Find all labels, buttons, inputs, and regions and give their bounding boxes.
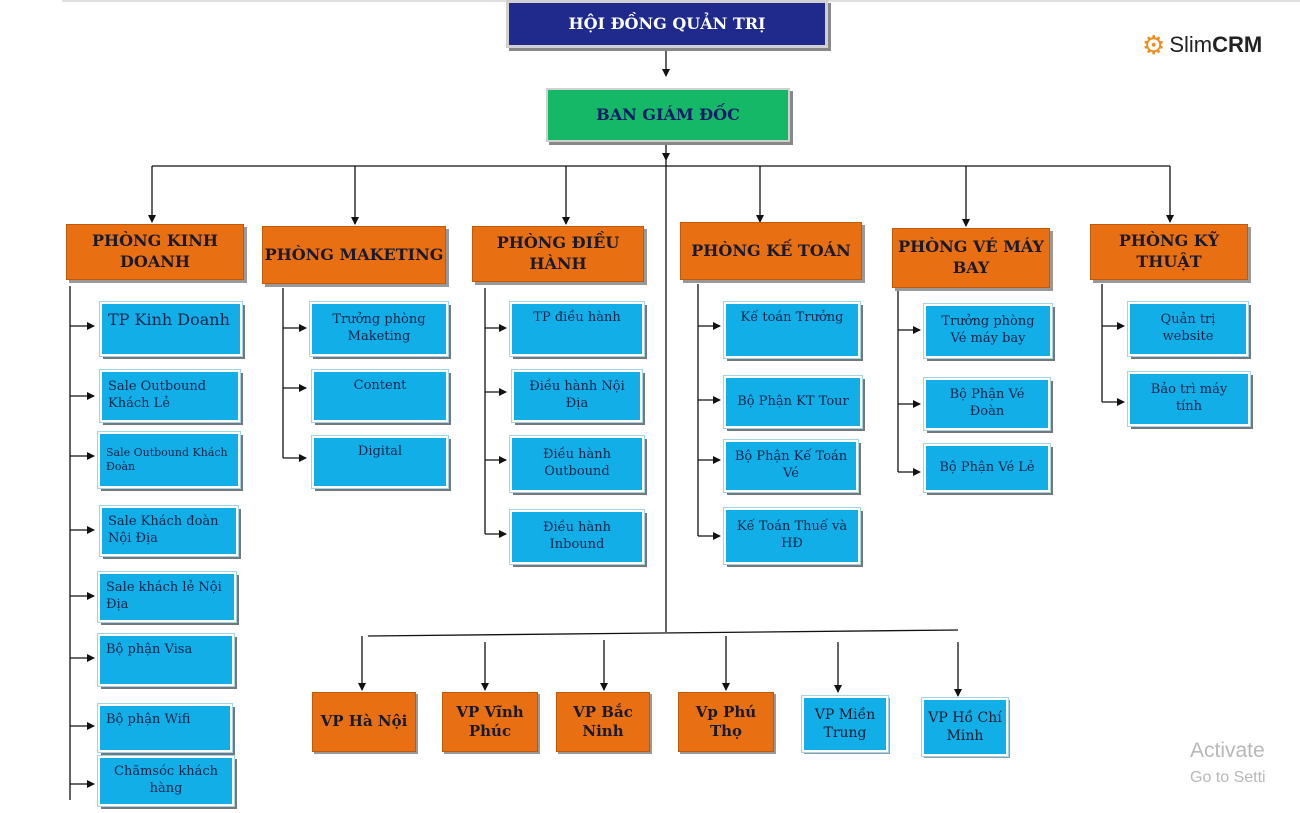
- board-label: HỘI ĐỒNG QUẢN TRỊ: [568, 13, 766, 33]
- unit-label: Bảo trì máy tính: [1150, 382, 1228, 414]
- unit-box: Trưởng phòng Maketing: [309, 301, 449, 357]
- unit-label: Sale khách lẻ Nội Địa: [106, 580, 222, 612]
- dept-kinh-doanh: PHÒNG KINH DOANH: [66, 224, 244, 280]
- branch-label: VP Bắc Ninh: [573, 702, 633, 741]
- branch-label: VP Vĩnh Phúc: [456, 702, 524, 741]
- unit-label: Sale Outbound Khách Lẻ: [108, 379, 207, 411]
- unit-label: TP điều hành: [533, 310, 621, 325]
- unit-box: Bộ Phận KT Tour: [723, 375, 863, 429]
- unit-label: Trưởng phòng Vé máy bay: [941, 314, 1035, 346]
- unit-box: Content: [311, 369, 449, 423]
- branch-office: VP Miền Trung: [801, 695, 889, 753]
- unit-box: Bộ Phận Vé Đoàn: [923, 377, 1051, 431]
- unit-box: Kế toán Trưởng: [723, 301, 861, 359]
- unit-label: Bộ phận Wifi: [106, 712, 191, 727]
- dept-title: PHÒNG VÉ MÁY BAY: [898, 237, 1044, 277]
- unit-box: TP Kinh Doanh: [99, 301, 243, 357]
- unit-label: Trưởng phòng Maketing: [332, 312, 426, 344]
- branch-office: VP Hà Nội: [312, 692, 416, 752]
- unit-box: Điều hành Outbound: [509, 435, 645, 493]
- dept-title: PHÒNG KẾ TOÁN: [691, 240, 851, 260]
- branch-office: VP Hồ Chí Minh: [921, 697, 1009, 757]
- unit-label: Bộ phận Visa: [106, 642, 193, 657]
- dept-title: PHÒNG KỸ THUẬT: [1118, 231, 1220, 271]
- unit-label: Sale Khách đoàn Nội Địa: [108, 514, 219, 546]
- logo-text-light: Slim: [1169, 32, 1213, 57]
- unit-box: Bộ phận Visa: [97, 633, 235, 687]
- dept-title: PHÒNG ĐIỀU HÀNH: [496, 233, 620, 273]
- dept-ve-may-bay: PHÒNG VÉ MÁY BAY: [892, 228, 1050, 288]
- branch-label: VP Miền Trung: [814, 706, 876, 741]
- executive-label: BAN GIÁM ĐỐC: [596, 104, 740, 124]
- logo-text-bold: CRM: [1212, 32, 1263, 57]
- unit-label: Điều hành Nội Địa: [529, 379, 625, 411]
- unit-label: Điều hành Outbound: [542, 447, 612, 479]
- unit-box: Sale Outbound Khách Lẻ: [99, 369, 241, 423]
- unit-box: Sale Khách đoàn Nội Địa: [99, 505, 239, 557]
- unit-label: Kế Toán Thuế và HĐ: [736, 519, 848, 551]
- unit-label: Quản trị website: [1160, 312, 1216, 344]
- dept-maketing: PHÒNG MAKETING: [262, 226, 446, 284]
- gear-icon: ⚙: [1142, 30, 1166, 60]
- branch-label: VP Hà Nội: [320, 712, 408, 731]
- unit-box: Kế Toán Thuế và HĐ: [723, 507, 861, 565]
- unit-label: Digital: [357, 444, 403, 459]
- branch-label: VP Hồ Chí Minh: [928, 709, 1002, 744]
- branch-office: VP Vĩnh Phúc: [442, 692, 538, 752]
- unit-box: Sale khách lẻ Nội Địa: [97, 571, 237, 623]
- executive-board-box: BAN GIÁM ĐỐC: [546, 88, 790, 142]
- branch-office: Vp Phú Thọ: [678, 692, 774, 752]
- unit-box: Trưởng phòng Vé máy bay: [923, 303, 1053, 359]
- activation-watermark-title: Activate: [1190, 739, 1265, 762]
- unit-label: Content: [353, 378, 407, 393]
- board-of-directors-box: HỘI ĐỒNG QUẢN TRỊ: [506, 0, 828, 48]
- unit-label: Sale Outbound Khách Đoàn: [106, 445, 228, 473]
- unit-box: Bộ Phận Vé Lẻ: [923, 443, 1051, 493]
- branch-office: VP Bắc Ninh: [556, 692, 650, 752]
- dept-dieu-hanh: PHÒNG ĐIỀU HÀNH: [472, 226, 644, 282]
- unit-box: Điều hành Inbound: [509, 509, 645, 565]
- unit-label: Bộ Phận KT Tour: [737, 393, 849, 409]
- branch-label: Vp Phú Thọ: [695, 702, 757, 741]
- dept-title: PHÒNG KINH DOANH: [91, 231, 219, 271]
- dept-title: PHÒNG MAKETING: [264, 244, 444, 264]
- unit-label: Bộ Phận Vé Đoàn: [949, 387, 1025, 419]
- activation-watermark-subtitle: Go to Setti: [1190, 769, 1266, 786]
- unit-box: TP điều hành: [509, 301, 645, 357]
- unit-box: Bộ Phận Kế Toán Vé: [723, 439, 859, 493]
- unit-box: Quản trị website: [1127, 301, 1249, 357]
- unit-label: TP Kinh Doanh: [108, 310, 230, 329]
- unit-box: Bảo trì máy tính: [1127, 371, 1251, 427]
- unit-label: Bộ Phận Kế Toán Vé: [734, 449, 848, 481]
- unit-label: Kế toán Trưởng: [740, 310, 844, 325]
- unit-box: Bộ phận Wifi: [97, 703, 233, 753]
- dept-ke-toan: PHÒNG KẾ TOÁN: [680, 222, 862, 280]
- unit-label: Chămsóc khách hàng: [114, 764, 218, 796]
- unit-label: Điều hành Inbound: [542, 520, 612, 552]
- unit-box: Chămsóc khách hàng: [97, 755, 235, 807]
- unit-box: Sale Outbound Khách Đoàn: [97, 431, 241, 489]
- unit-box: Digital: [311, 435, 449, 489]
- unit-label: Bộ Phận Vé Lẻ: [939, 459, 1035, 475]
- unit-box: Điều hành Nội Địa: [511, 369, 643, 423]
- dept-ky-thuat: PHÒNG KỸ THUẬT: [1090, 224, 1248, 280]
